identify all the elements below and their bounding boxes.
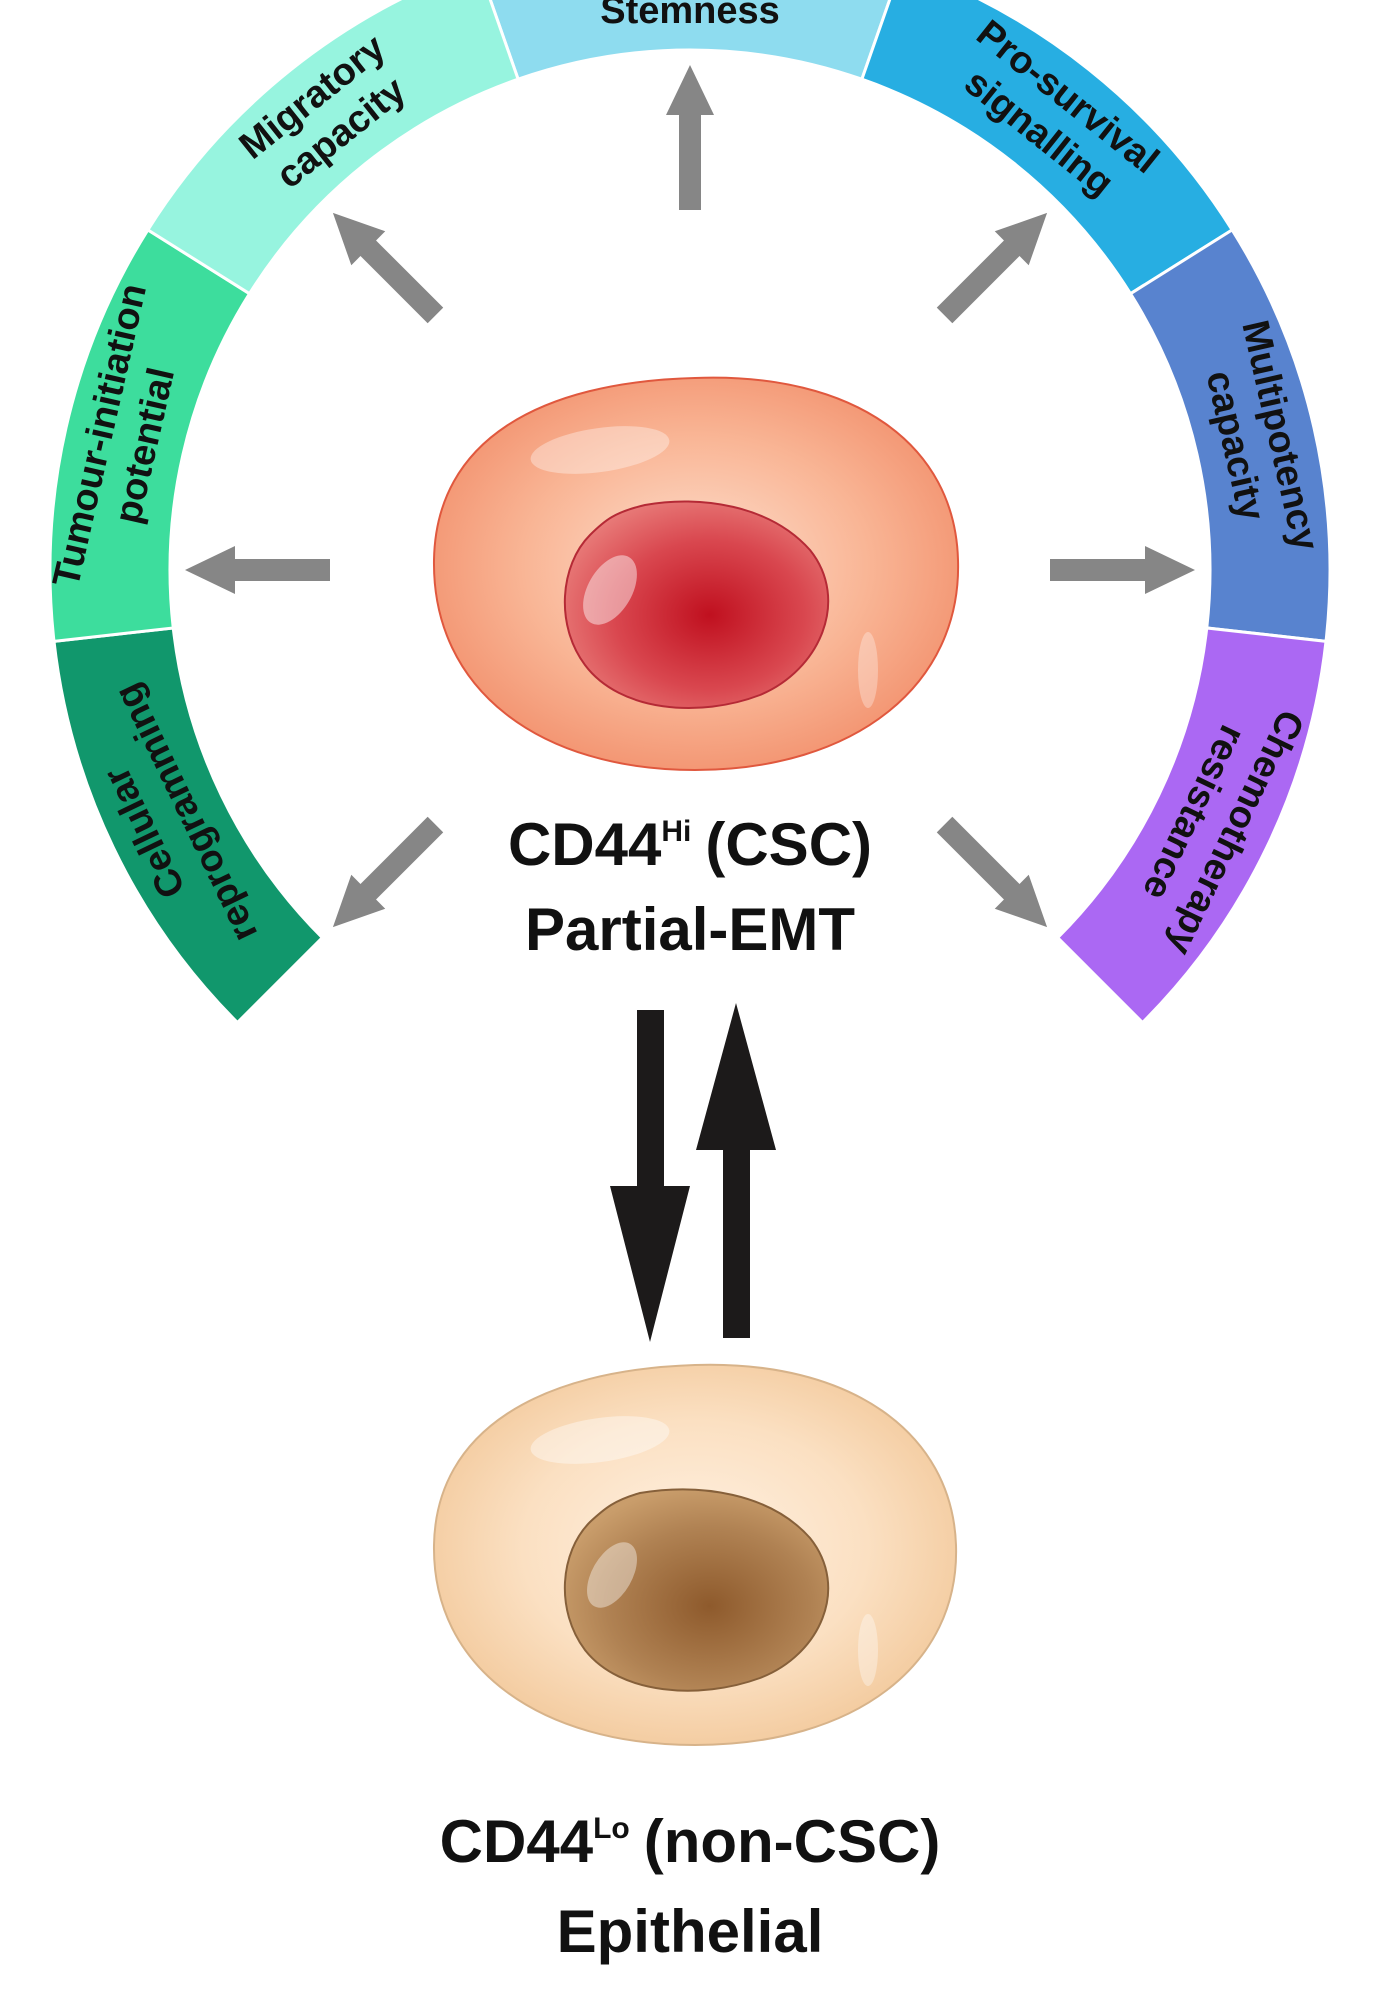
csc-superscript: Hi (661, 815, 691, 848)
non-csc-cell-edge-highlight (858, 1614, 878, 1686)
csc-nucleus (563, 500, 830, 709)
csc-suffix: (CSC) (705, 811, 872, 878)
segment-chemotherapy (1055, 626, 1328, 1025)
non-csc-nucleus-highlight (587, 1542, 637, 1608)
segment-migratory (145, 0, 521, 296)
non-csc-marker: CD44 (440, 1808, 594, 1875)
csc-nucleus-highlight (583, 555, 637, 625)
non-csc-cell-highlight (530, 1416, 670, 1464)
segment-emt-stemness (488, 0, 892, 82)
transition-arrows (610, 1003, 776, 1342)
radial-arrow (666, 65, 714, 210)
radial-arrow (332, 212, 444, 324)
radial-arrow (332, 816, 444, 928)
non-csc-nucleus (563, 1488, 830, 1692)
csc-label: CD44Hi (CSC) (508, 811, 872, 878)
non-csc-suffix: (non-CSC) (644, 1808, 941, 1875)
feature-ring: EMTStemnessPro-survivalsignallingMultipo… (45, 0, 1332, 1025)
radial-arrow (936, 816, 1048, 928)
arrow-up-to-csc (696, 1003, 776, 1338)
radial-arrow (936, 212, 1048, 324)
radial-arrow (185, 546, 330, 594)
csc-cell (432, 376, 960, 772)
radial-arrows (185, 65, 1195, 928)
csc-state-label: Partial-EMT (525, 896, 855, 963)
non-csc-cell (432, 1363, 958, 1747)
non-csc-label: CD44Lo (non-CSC) (440, 1808, 941, 1875)
non-csc-state-label: Epithelial (557, 1898, 824, 1965)
csc-cell-highlight (530, 426, 670, 474)
non-csc-superscript: Lo (593, 1812, 630, 1845)
csc-marker: CD44 (508, 811, 662, 878)
csc-cell-edge-highlight (858, 632, 878, 708)
segment-label-line: Stemness (600, 0, 780, 32)
segment-label-emt-stemness: EMTStemness (600, 0, 780, 32)
radial-arrow (1050, 546, 1195, 594)
arrow-down-to-non-csc (610, 1010, 690, 1342)
